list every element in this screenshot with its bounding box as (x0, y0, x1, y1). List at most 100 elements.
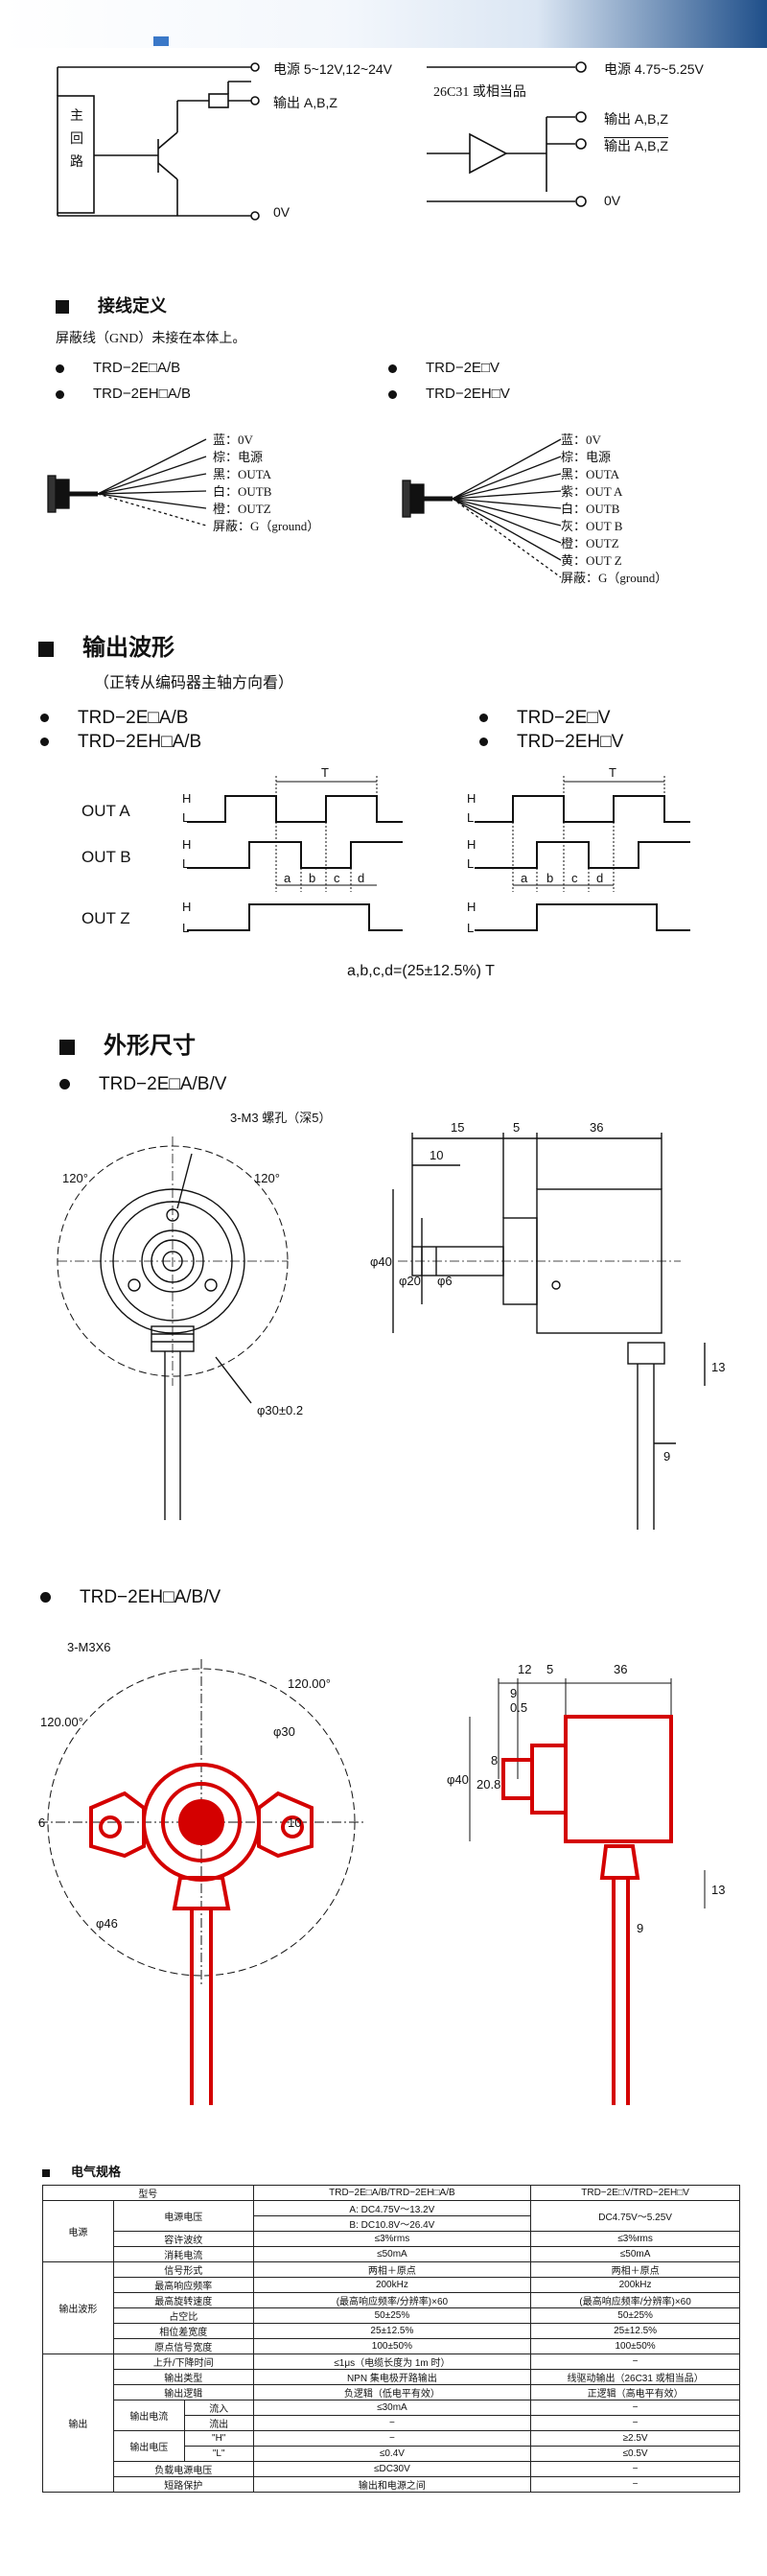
value-cell: NPN 集电极开路输出 (252, 2369, 532, 2385)
segment-a: a (284, 871, 291, 885)
wiring-right-labels: 蓝：0V 棕：电源 黑：OUTA 紫：OUT A 白：OUTB 灰：OUT B … (561, 432, 667, 587)
wave-label-out-z: OUT Z (81, 909, 130, 927)
value-cell: 两相＋原点 (252, 2261, 532, 2278)
wiring-model-2: TRD−2EH□A/B (56, 386, 191, 402)
wire-label: 白：OUTB (213, 484, 272, 499)
chip-label: 26C31 或相当品 (433, 85, 526, 100)
level-l: L (182, 810, 189, 825)
model-label: TRD−2E□A/B (93, 360, 181, 376)
circuit-diagram (57, 61, 587, 221)
value-cell: − (530, 2476, 740, 2493)
dim-h9: 9 (663, 1449, 670, 1464)
value-cell: ≤0.5V (530, 2446, 740, 2462)
model-label: TRD−2E□A/B/V (99, 1074, 227, 1094)
wire-label: 黄：OUT Z (561, 553, 622, 568)
wire-label: 橙：OUTZ (213, 502, 271, 516)
output-right-label-1: 输出 A,B,Z (604, 111, 668, 127)
table-row: 消耗电流≤50mA≤50mA (43, 2246, 740, 2262)
dim2-h13: 13 (711, 1883, 725, 1897)
value-cell: 200kHz (530, 2277, 740, 2293)
value-cell: B: DC10.8V～26.4V (252, 2215, 532, 2232)
wiring-title: 接线定义 (98, 296, 167, 316)
label-cell: 输出电压 (112, 2430, 185, 2462)
label-cell: 输出电流 (112, 2400, 185, 2431)
wire-label: 紫：OUT A (561, 484, 623, 499)
sublabel-cell: 流出 (183, 2415, 254, 2431)
segment-c: c (571, 871, 578, 885)
top-banner (0, 0, 767, 48)
model-label: TRD−2EH□A/B (93, 386, 192, 402)
box-char: 回 (70, 130, 83, 146)
dim-d6: φ6 (437, 1274, 453, 1288)
value-cell: 25±12.5% (530, 2323, 740, 2339)
value-cell: 50±25% (530, 2307, 740, 2324)
label-cell: 信号形式 (112, 2261, 254, 2278)
dim-w15: 15 (451, 1120, 464, 1135)
wire-label: 棕：电源 (213, 450, 264, 464)
spec-title-text: 电气规格 (71, 2165, 122, 2179)
dim2-hole-label: 3-M3X6 (67, 1640, 111, 1654)
box-char: 路 (70, 153, 83, 169)
dim2-w36: 36 (614, 1662, 627, 1676)
table-row: 最高旋转速度(最高响应频率/分辨率)×60(最高响应频率/分辨率)×60 (43, 2292, 740, 2308)
label-cell: 输出类型 (112, 2369, 254, 2385)
value-cell: 正逻辑（高电平有效） (530, 2384, 740, 2400)
wire-label: 灰：OUT B (561, 519, 623, 533)
value-cell: ≤1μs（电缆长度为 1m 时） (252, 2354, 532, 2370)
value-cell: ≤3%rms (252, 2231, 532, 2247)
label-cell: 负载电源电压 (112, 2461, 254, 2477)
level-l: L (467, 856, 474, 871)
segment-c: c (334, 871, 340, 885)
table-row: 输出电流流入≤30mA− (43, 2400, 740, 2431)
value-cell: ≤0.4V (252, 2446, 532, 2462)
dim2-w9: 9 (510, 1686, 517, 1700)
level-h: H (467, 900, 476, 914)
table-row: 负载电源电压≤DC30V− (43, 2461, 740, 2477)
value-cell: − (530, 2415, 740, 2431)
value-cell: 线驱动输出（26C31 或相当品） (530, 2369, 740, 2385)
sublabel-cell: "H" (183, 2430, 254, 2447)
label-cell: 电源电压 (112, 2200, 254, 2232)
dim2-dia46: φ46 (96, 1916, 118, 1931)
period-label: T (321, 765, 329, 780)
segment-d: d (358, 871, 364, 885)
table-row: 输出波形信号形式两相＋原点两相＋原点 (42, 2261, 740, 2354)
label-cell: 短路保护 (112, 2476, 254, 2493)
group-cell: 输出波形 (42, 2261, 114, 2354)
wiring-diagram-left (47, 438, 207, 527)
dim2-d8: 8 (491, 1753, 498, 1768)
zero-left-label: 0V (273, 204, 291, 220)
value-cell: ≤50mA (530, 2246, 740, 2262)
wave-model-2: TRD−2EH□A/B (40, 732, 201, 753)
dim2-w05: 0.5 (510, 1700, 527, 1715)
wiring-model-4: TRD−2EH□V (388, 386, 510, 402)
value-cell: 输出和电源之间 (252, 2476, 532, 2493)
dim-d40: φ40 (370, 1254, 392, 1269)
value-cell: 25±12.5% (252, 2323, 532, 2339)
label-cell: 最高响应频率 (112, 2277, 254, 2293)
output-right-label-2: 输出 A,B,Z (604, 138, 668, 153)
level-l: L (182, 921, 189, 935)
model-label: TRD−2E□A/B (78, 708, 189, 728)
value-cell: 50±25% (252, 2307, 532, 2324)
model-label: TRD−2EH□V (517, 732, 624, 752)
dim2-d40: φ40 (447, 1772, 469, 1787)
dim-h13: 13 (711, 1360, 725, 1374)
value-cell: ≤30mA (252, 2400, 532, 2416)
dim-model-2: TRD−2EH□A/B/V (40, 1587, 221, 1608)
level-l: L (467, 810, 474, 825)
value-cell: DC4.75V～5.25V (530, 2200, 740, 2232)
label-cell: 消耗电流 (112, 2246, 254, 2262)
value-cell: − (252, 2430, 532, 2447)
header-cell: 型号 (42, 2185, 254, 2201)
group-cell: 输出 (42, 2354, 114, 2493)
dim2-d20: 20.8 (476, 1777, 500, 1791)
model-label: TRD−2EH□A/B (78, 732, 202, 752)
dim2-h9: 9 (637, 1921, 643, 1935)
wave-model-4: TRD−2EH□V (479, 732, 623, 753)
